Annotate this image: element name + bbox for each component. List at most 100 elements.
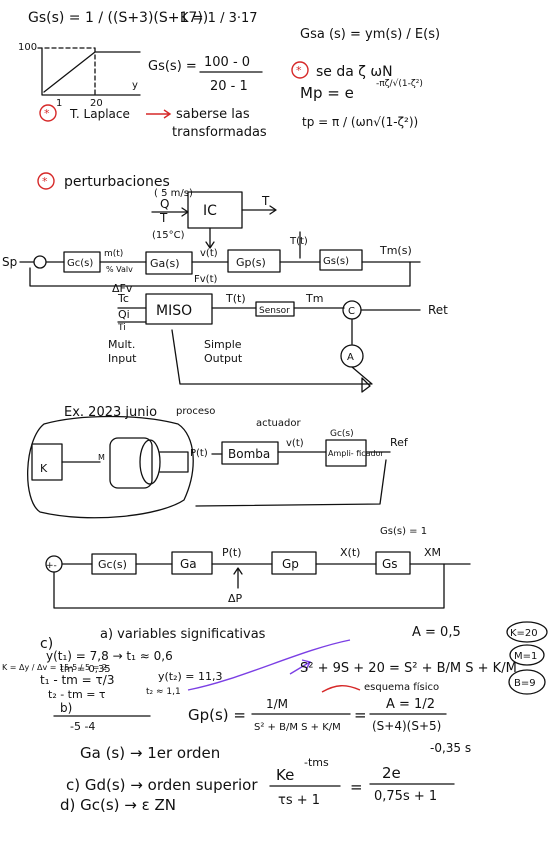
gs-label: Gs(s) <box>323 256 349 267</box>
asterisk-icon <box>37 172 55 190</box>
mult-input-2: Input <box>108 352 137 365</box>
step-response-sketch: 100 1 20 y <box>18 42 141 109</box>
d-line: d) Gc(s) → ε ZN <box>60 796 176 814</box>
amplifier-block <box>325 439 367 467</box>
k-note: K = Δy / Δv = 15-5 / 5 = 2 <box>2 663 107 672</box>
se-da-text: se da ζ ωN <box>316 64 393 80</box>
b-gs-label: Gs <box>382 557 398 571</box>
gc-label: Gc(s) <box>67 258 93 269</box>
exam-section: Ex. 2023 junio proceso actuador K M P(t)… <box>27 405 471 609</box>
qi-label: Qi <box>118 308 130 321</box>
process-outline <box>27 415 194 519</box>
svg-text:+-: +- <box>46 561 57 571</box>
yt2-line: y(t₂) = 11,3 <box>158 670 223 683</box>
laplace-tail-1: saberse las <box>176 107 250 122</box>
ga-label: Ga(s) <box>150 257 180 270</box>
t2-value: t₂ ≈ 1,1 <box>146 687 181 697</box>
ga-block <box>145 251 193 275</box>
dfv-label: ΔFv <box>112 282 133 295</box>
asterisk-icon <box>39 104 57 122</box>
gp-block <box>227 249 281 273</box>
sp-label: Sp <box>2 255 17 269</box>
gd-num2: 2e <box>382 764 401 782</box>
dp-label: ΔP <box>228 592 243 605</box>
red-arrow <box>321 685 361 693</box>
m-circle <box>509 644 545 666</box>
plot-x-tick-1: 1 <box>56 98 62 109</box>
tc-label: Tc <box>117 292 129 305</box>
mult-input-1: Mult. <box>108 338 135 351</box>
k-spring-label: K <box>40 462 48 475</box>
tt-label: T(t) <box>225 292 246 305</box>
b9-label: B=9 <box>514 678 536 689</box>
gs-equation: Gs(s) = 1 / ((S+3)(S+17)) <box>28 10 208 26</box>
sensor-block <box>255 301 295 317</box>
b-ga-block <box>171 551 213 575</box>
top-section: Gs(s) = 1 / ((S+3)(S+17)) K = 1 / 3·17 G… <box>18 10 440 140</box>
tm2-label: Tm <box>305 292 323 305</box>
t-value: (15°C) <box>152 230 185 241</box>
bomba-label: Bomba <box>228 447 270 461</box>
b-xm-label: XM <box>424 546 441 559</box>
gs-block <box>319 249 363 271</box>
b-gc-label: Gc(s) <box>98 558 127 571</box>
t2-minus-tm: t₂ - tm = τ <box>48 688 106 701</box>
perturbations-section: * perturbaciones ( 5 m/s) Q T (15°C) IC … <box>2 172 448 393</box>
simple-output-1: Simple <box>204 338 242 351</box>
ga-line: Ga (s) → 1er orden <box>80 744 220 762</box>
asterisk-icon <box>291 61 309 79</box>
gp-result-num: A = 1/2 <box>386 697 435 712</box>
solution-section: c) a) variables significativas A = 0,5 K… <box>2 621 548 814</box>
q-value: ( 5 m/s) <box>154 188 193 199</box>
v-t-label: v(t) <box>200 248 218 259</box>
simple-output-2: Output <box>204 352 243 365</box>
perturbations-heading: perturbaciones <box>64 174 170 190</box>
b-gp-block <box>271 551 317 575</box>
tm-value: tm = 0,35 <box>60 664 111 675</box>
miso-label: MISO <box>156 303 192 319</box>
b-ga-label: Ga <box>180 557 197 571</box>
yt1-line: y(t₁) = 7,8 → t₁ ≈ 0,6 <box>46 649 173 663</box>
ret-label: Ret <box>428 303 448 317</box>
cylinder-body <box>109 437 153 489</box>
fv-label: Fv(t) <box>194 274 217 285</box>
gs2-denominator: 20 - 1 <box>210 79 248 94</box>
actuador-label: actuador <box>256 418 301 429</box>
k-circle <box>506 621 548 643</box>
mp-equation: Mp = e <box>300 84 354 102</box>
gd-exp2: -0,35 s <box>430 741 471 755</box>
gp-lhs: Gp(s) = <box>188 706 246 724</box>
k20-label: K=20 <box>510 628 538 639</box>
gp-num: 1/M <box>266 697 288 711</box>
b-gp-label: Gp <box>282 557 299 571</box>
t-t-label: T(t) <box>289 236 308 247</box>
gp-label: Gp(s) <box>236 256 266 269</box>
p-t-label: P(t) <box>190 448 208 459</box>
exam-title: Ex. 2023 junio <box>64 405 157 420</box>
piston <box>139 439 161 485</box>
valve-label: % Valv <box>106 265 133 274</box>
gd-exp: -tms <box>304 756 329 769</box>
sensor-label: Sensor <box>259 306 290 316</box>
svg-text:=: = <box>350 778 363 796</box>
svg-text:*: * <box>296 64 302 77</box>
a-label: A <box>347 352 354 363</box>
gp-result-den: (S+4)(S+5) <box>372 719 441 733</box>
gd-num: Ke <box>276 766 294 784</box>
amplifier-label: Ampli- ficador <box>328 449 385 458</box>
miso-block <box>145 293 213 325</box>
b-circle <box>508 669 546 695</box>
ic-output: T <box>261 194 270 208</box>
ref-label: Ref <box>390 436 409 449</box>
exam-gc-label: Gc(s) <box>330 429 354 439</box>
a-variables: a) variables significativas <box>100 627 266 642</box>
gd-line: c) Gd(s) → orden superior <box>66 776 258 794</box>
gsa-equation: Gsa (s) = ym(s) / E(s) <box>300 27 440 42</box>
tp-equation: tp = π / (ωn√(1-ζ²)) <box>302 115 418 129</box>
summing-junction <box>33 255 47 269</box>
tm-label: Tm(s) <box>379 244 412 257</box>
gs2-numerator: 100 - 0 <box>204 55 250 70</box>
k-equation: K = 1 / 3·17 <box>180 11 258 26</box>
proceso-label: proceso <box>176 406 215 417</box>
svg-text:*: * <box>44 107 50 120</box>
